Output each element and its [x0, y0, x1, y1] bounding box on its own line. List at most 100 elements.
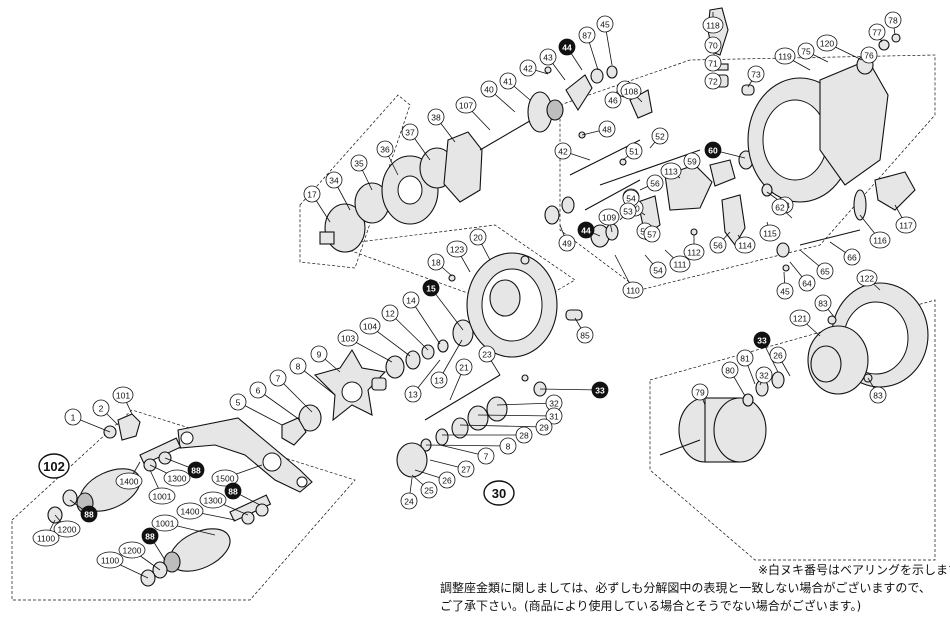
callout-label: 114	[738, 241, 752, 251]
part-callout: 120	[816, 34, 838, 52]
callout-bubble	[625, 142, 643, 160]
callout-label: 72	[708, 77, 718, 87]
callout-label: 54	[653, 266, 663, 276]
callout-label: 45	[600, 20, 610, 30]
callout-label: 88	[84, 510, 94, 520]
callout-bubble	[598, 208, 620, 226]
part-callout: 81	[736, 349, 754, 367]
part-callout: 80	[721, 361, 739, 379]
callout-label: 1001	[156, 519, 175, 529]
callout-label: 8	[506, 442, 511, 452]
callout-bubble	[53, 520, 81, 538]
callout-bubble	[427, 108, 445, 126]
part-callout: 8	[499, 437, 517, 455]
part-callout: 102	[38, 453, 70, 479]
callout-bubble	[249, 381, 267, 399]
callout-bubble	[816, 262, 834, 280]
callout-bubble	[430, 371, 448, 389]
callout-bubble	[709, 236, 727, 254]
callout-bubble	[622, 281, 644, 299]
callout-label: 71	[708, 59, 718, 69]
part-callout: 8	[289, 357, 307, 375]
callout-label: 103	[341, 334, 355, 344]
callout-bubble	[38, 453, 70, 479]
callout-label: 40	[484, 85, 494, 95]
callout-label: 101	[116, 391, 130, 401]
leader-line	[389, 312, 429, 351]
callout-label: 104	[363, 322, 377, 332]
part-callout: 33	[753, 331, 771, 349]
callout-label: 65	[820, 267, 830, 277]
part-callout: 1001	[151, 514, 179, 532]
callout-label: 7	[484, 452, 489, 462]
callout-label: 73	[751, 70, 761, 80]
callout-bubble	[669, 255, 691, 273]
part-callout: 72	[704, 72, 722, 90]
callout-bubble	[187, 461, 205, 479]
callout-label: 14	[406, 296, 416, 306]
callout-label: 78	[888, 16, 898, 26]
part-callout: 76	[860, 46, 878, 64]
callout-label: 56	[713, 241, 723, 251]
callout-label: 119	[778, 52, 792, 62]
part-callout: 23	[478, 345, 496, 363]
part-callout: 123	[446, 240, 468, 258]
part-callout: 42	[519, 59, 537, 77]
callout-label: 1300	[204, 496, 223, 506]
callout-label: 24	[404, 497, 414, 507]
leader-line	[257, 389, 301, 421]
callout-label: 5	[236, 398, 241, 408]
callout-bubble	[404, 385, 422, 403]
part-callout: 62	[771, 198, 789, 216]
part-callout: 121	[789, 309, 811, 327]
part-callout: 15	[422, 279, 440, 297]
callout-bubble	[860, 46, 878, 64]
part-callout: 118	[702, 16, 724, 34]
callout-label: 52	[655, 132, 665, 142]
callout-bubble	[337, 329, 359, 347]
callout-label: 36	[380, 145, 390, 155]
callout-bubble	[771, 198, 789, 216]
part-callout: 108	[620, 82, 642, 100]
callout-bubble	[477, 447, 495, 465]
adjustment-washer-note-line2: ご了承下さい。(商品により使用している場合とそうでない場合がございます。)	[440, 599, 862, 613]
callout-label: 27	[461, 465, 471, 475]
part-callout: 83	[869, 386, 887, 404]
callout-bubble	[545, 407, 563, 425]
callout-label: 26	[442, 476, 452, 486]
callout-label: 25	[424, 486, 434, 496]
part-callout: 60	[704, 141, 722, 159]
star-drag-assembly	[281, 252, 583, 478]
callout-label: 13	[408, 390, 418, 400]
callout-bubble	[420, 481, 438, 499]
part-callout: 1100	[96, 551, 124, 569]
callout-label: 37	[405, 128, 415, 138]
callout-label: 54	[626, 194, 636, 204]
part-callout: 51	[625, 142, 643, 160]
callout-bubble	[691, 383, 709, 401]
callout-label: 116	[873, 236, 887, 246]
callout-bubble	[535, 418, 553, 436]
callout-label: 87	[582, 31, 592, 41]
part-callout: 18	[427, 253, 445, 271]
callout-label: 77	[872, 28, 882, 38]
part-callout: 119	[774, 47, 796, 65]
part-callout: 1400	[115, 472, 143, 490]
callout-bubble	[868, 23, 886, 41]
callout-label: 111	[674, 260, 687, 270]
leader-line	[496, 402, 555, 406]
callout-label: 49	[562, 239, 572, 249]
callout-label: 107	[459, 101, 473, 111]
callout-label: 29	[539, 423, 549, 433]
callout-label: 88	[145, 532, 155, 542]
adjustment-washer-note-line1: 調整座金類に関しましては、必ずしも分解図中の表現と一致しない場合がございますので…	[440, 581, 931, 595]
part-callout: 44	[558, 38, 576, 56]
callout-bubble	[115, 472, 143, 490]
callout-bubble	[577, 221, 595, 239]
part-callout: 109	[598, 208, 620, 226]
part-callout: 30	[483, 480, 515, 506]
part-callout: 71	[704, 54, 722, 72]
part-callout: 26	[438, 471, 456, 489]
callout-bubble	[80, 505, 98, 523]
